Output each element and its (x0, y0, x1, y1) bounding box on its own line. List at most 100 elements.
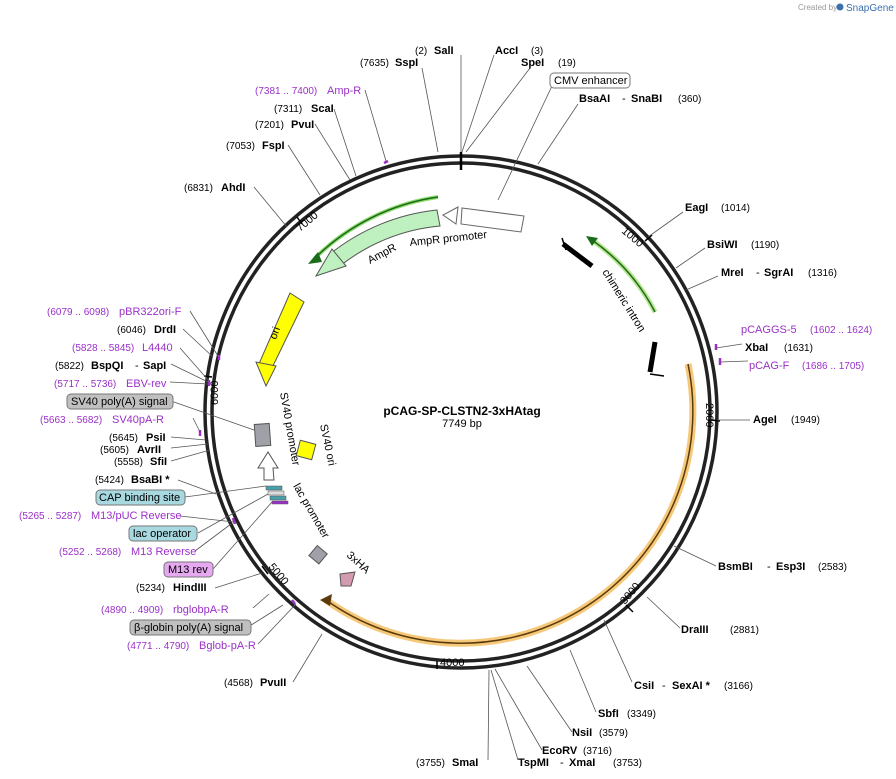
site-avrii: AvrII (137, 444, 161, 456)
ori-label: ori (268, 325, 283, 341)
site-scai-pos: (7311) (274, 104, 302, 115)
ori-arrowhead (255, 361, 277, 388)
lac-promoter-box (267, 490, 285, 496)
site-ecorv: EcoRV (542, 745, 578, 757)
site-sali: SalI (434, 45, 454, 57)
primer-pbr322orif: pBR322ori-F (119, 306, 182, 318)
site-nsii: NsiI (572, 727, 592, 739)
plasmid-name: pCAG-SP-CLSTN2-3xHAtag (383, 404, 540, 418)
site-xbai: XbaI (745, 342, 768, 354)
site-drdi: DrdI (154, 324, 176, 336)
primer-pcaggs5-range: (1602 .. 1624) (810, 325, 872, 336)
primer-l4440-range: (5828 .. 5845) (72, 343, 134, 354)
lac-operator-box-label (128, 525, 198, 542)
site-xmai: XmaI (569, 757, 595, 769)
site-drdi-pos: (6046) (117, 325, 146, 336)
cap-site-box (265, 485, 283, 491)
site-sali-pos: (2) (415, 46, 427, 57)
site-tspmi-pos: (3753) (613, 758, 642, 769)
primer-m13reverse-range: (5252 .. 5268) (59, 547, 121, 558)
lac-operator-box (269, 495, 287, 501)
boxed-labels: CMV enhancer SV40 poly(A) signal CAP bin… (66, 72, 631, 636)
lac-operator-label: lac operator (133, 528, 191, 540)
m13-rev-box-label (163, 561, 214, 578)
site-psii-pos: (5645) (109, 433, 138, 444)
primer-m13reverse: M13 Reverse (131, 546, 196, 558)
svg-text:-: - (622, 93, 626, 105)
site-bsiwi: BsiWI (707, 239, 738, 251)
site-bsabi-pos: (5424) (95, 475, 124, 486)
site-esp3i: Esp3I (776, 561, 805, 573)
site-bsabi: BsaBI * (131, 474, 170, 486)
site-spei: SpeI (521, 57, 544, 69)
site-fspi: FspI (262, 140, 285, 152)
primer-ampr: Amp-R (327, 85, 361, 97)
site-sbfi: SbfI (598, 708, 619, 720)
site-snabi: SnaBI (631, 93, 662, 105)
snapgene-logo-icon (836, 3, 844, 11)
site-pvuii-pos: (4568) (224, 678, 253, 689)
grey-feature-box (308, 544, 328, 565)
site-agei: AgeI (753, 414, 777, 426)
svg-text:-: - (767, 561, 771, 573)
primer-rbglobpar: rbglobpA-R (173, 604, 229, 616)
lac-promoter-label: lac promoter (290, 482, 331, 541)
tick-marks (203, 216, 721, 669)
site-bspqi: BspQI (91, 360, 123, 372)
sv40-promoter-box (253, 422, 272, 447)
site-xbai-pos: (1631) (784, 343, 813, 354)
primer-bglobpar-range: (4771 .. 4790) (127, 641, 189, 652)
site-ecorv-pos: (3716) (583, 746, 612, 757)
site-mrei: MreI (721, 267, 744, 279)
site-smai-pos: (3755) (416, 758, 445, 769)
svg-text:-: - (756, 267, 760, 279)
cds-arrowhead (320, 594, 332, 606)
primer-ebvrev: EBV-rev (126, 378, 167, 390)
svg-text:-: - (135, 360, 139, 372)
cmv-enhancer-label: CMV enhancer (554, 75, 628, 87)
site-sapi: SapI (143, 360, 166, 372)
site-draiii-pos: (2881) (730, 625, 759, 636)
primer-labels: (7381 .. 7400) Amp-R pCAGGS-5 (1602 .. 1… (19, 85, 872, 652)
svg-text:-: - (662, 680, 666, 692)
site-acci-pos: (3) (531, 46, 543, 57)
site-draiii: DraIII (681, 624, 709, 636)
sv40-ori-label: SV40 ori (317, 423, 338, 467)
ampr-promoter-arrowhead (442, 206, 459, 225)
site-smai: SmaI (452, 757, 478, 769)
site-tspmi: TspMI (518, 757, 549, 769)
site-bsiwi-pos: (1190) (751, 240, 779, 251)
primer-sv40par: SV40pA-R (112, 414, 164, 426)
tick-label-6000: 6000 (209, 381, 221, 405)
site-ahdi: AhdI (221, 182, 245, 194)
ampr-promoter-arrow (460, 207, 525, 233)
site-acci: AccI (495, 45, 518, 57)
primer-sv40par-range: (5663 .. 5682) (40, 415, 102, 426)
cap-binding-label: CAP binding site (99, 492, 180, 504)
ampr-orf-arrowhead (308, 252, 322, 264)
primer-bglobpar: Bglob-pA-R (199, 640, 256, 652)
ampr-promoter-label: AmpR promoter (409, 229, 488, 249)
leader-lines (169, 54, 750, 761)
primer-m13puc: M13/pUC Reverse (91, 510, 181, 522)
site-sgrai: SgrAI (764, 267, 793, 279)
site-sspi: SspI (395, 57, 418, 69)
primer-pcagf-range: (1686 .. 1705) (802, 361, 864, 372)
site-mrei-pos: (1316) (808, 268, 837, 279)
site-bspqi-pos: (5822) (55, 361, 84, 372)
site-sfii: SfiI (150, 456, 167, 468)
site-scai: ScaI (311, 103, 334, 115)
primer-marks (198, 159, 722, 605)
primer-ampr-range: (7381 .. 7400) (255, 86, 317, 97)
site-hindiii: HindIII (173, 582, 207, 594)
tick-6000 (203, 375, 213, 378)
tick-label-2000: 2000 (703, 403, 715, 427)
cmv-enhancer-box (549, 72, 631, 89)
site-psii: PsiI (146, 432, 166, 444)
site-bsmbi: BsmBI (718, 561, 753, 573)
tick-5000 (261, 565, 269, 575)
primer-m13puc-range: (5265 .. 5287) (19, 511, 81, 522)
m13-rev-box (271, 500, 289, 505)
site-pvui-pos: (7201) (255, 120, 284, 131)
chimeric-intron-end (647, 341, 658, 373)
